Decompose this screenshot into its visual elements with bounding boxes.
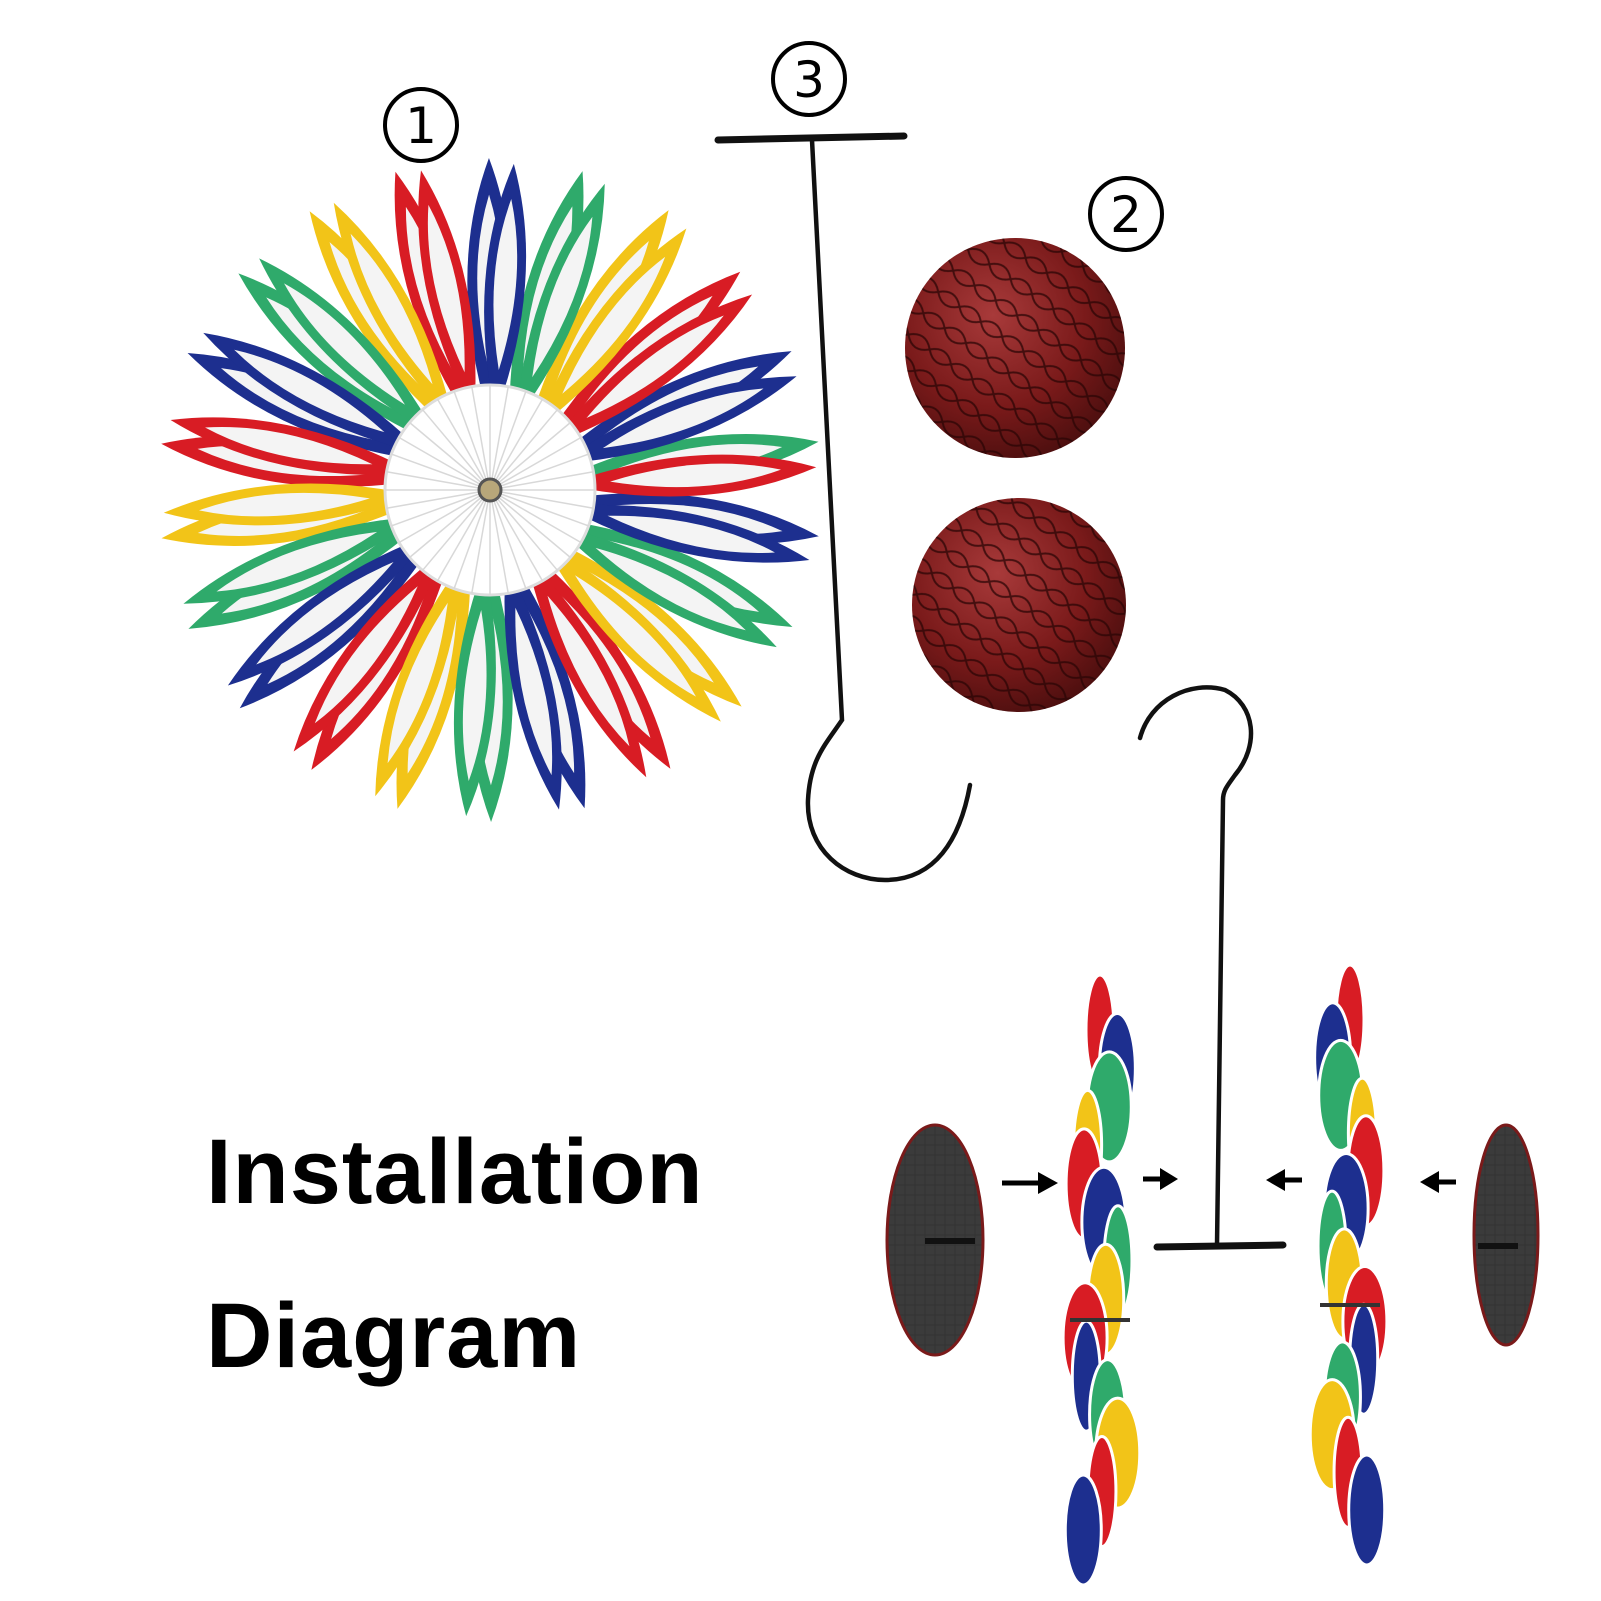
hub-spoke bbox=[489, 398, 544, 491]
part-label-stand: 3 bbox=[771, 41, 847, 117]
part-label-stand-text: 3 bbox=[793, 51, 825, 109]
flower-petal bbox=[453, 564, 496, 817]
ball-top bbox=[905, 238, 1125, 458]
hub-spoke bbox=[489, 489, 527, 589]
hub-spoke bbox=[436, 398, 491, 491]
flower-petal bbox=[555, 526, 777, 648]
hub-spoke bbox=[489, 489, 544, 582]
flower-petal bbox=[293, 549, 445, 752]
hub-spoke bbox=[489, 471, 594, 491]
hub-spoke bbox=[436, 489, 491, 582]
flower-spinner bbox=[161, 158, 819, 822]
decorative-balls bbox=[905, 238, 1126, 712]
hub-spoke bbox=[489, 436, 582, 491]
flower-petal bbox=[170, 417, 417, 476]
flower-petal bbox=[375, 560, 464, 797]
flower-petal bbox=[542, 543, 721, 722]
part-label-balls-text: 2 bbox=[1110, 186, 1142, 244]
flower-petal bbox=[333, 202, 455, 425]
part-label-flower: 1 bbox=[383, 87, 459, 163]
hub-spoke bbox=[398, 436, 491, 491]
part-label-flower-text: 1 bbox=[405, 97, 437, 155]
side-disc-right bbox=[1472, 1123, 1540, 1347]
hub-spoke bbox=[471, 386, 491, 491]
flower-petal bbox=[418, 170, 476, 417]
side-disc-left bbox=[885, 1123, 985, 1357]
part-label-balls: 2 bbox=[1088, 176, 1164, 252]
arrow-right-icon bbox=[1002, 1172, 1058, 1194]
arrow-left-icon bbox=[1420, 1171, 1456, 1193]
diagram-title-line-2: Diagram bbox=[206, 1285, 582, 1387]
hub-spoke bbox=[489, 409, 559, 491]
hub-spoke bbox=[489, 386, 509, 491]
hub-spoke bbox=[409, 489, 491, 559]
side-petal bbox=[1347, 1453, 1387, 1567]
flower-petal bbox=[535, 228, 687, 431]
hub-spoke bbox=[386, 489, 491, 509]
flower-petal bbox=[227, 534, 430, 686]
hub-spoke bbox=[421, 489, 491, 571]
hub-spoke bbox=[386, 471, 491, 491]
hub-spoke bbox=[409, 421, 491, 491]
hub-spoke bbox=[489, 489, 571, 559]
hub-spoke bbox=[489, 489, 589, 527]
flower-petal bbox=[504, 563, 562, 810]
hub-spoke bbox=[453, 489, 491, 589]
arrow-right-icon bbox=[1143, 1168, 1178, 1190]
assembled-stand bbox=[1137, 685, 1287, 1251]
hub-spoke bbox=[489, 391, 527, 491]
hub-spoke bbox=[489, 489, 582, 544]
hub-spoke bbox=[398, 489, 491, 544]
hub-spoke bbox=[391, 453, 491, 491]
flower-petal bbox=[564, 454, 817, 497]
flower-side-view-right bbox=[1308, 963, 1389, 1567]
hub-spoke bbox=[471, 489, 491, 594]
flower-petal bbox=[516, 183, 605, 420]
hub-spoke bbox=[489, 421, 571, 491]
flower-petal bbox=[163, 483, 416, 526]
hub-spoke bbox=[489, 489, 594, 509]
flower-side-view-left bbox=[1061, 973, 1142, 1587]
flower-petal bbox=[183, 516, 420, 604]
hub-spoke bbox=[421, 409, 491, 491]
flower-petal bbox=[550, 294, 753, 446]
ball-bottom bbox=[912, 498, 1126, 712]
flower-petal bbox=[259, 258, 438, 437]
hub-spoke bbox=[489, 489, 509, 594]
hub-spoke bbox=[453, 391, 491, 491]
hook-stand bbox=[714, 132, 973, 883]
flower-petal bbox=[484, 163, 527, 416]
flower-petal bbox=[203, 332, 425, 454]
hub-spoke bbox=[391, 489, 491, 527]
flower-petal bbox=[525, 555, 647, 778]
flower-petal bbox=[560, 376, 797, 464]
hub-spoke bbox=[489, 453, 589, 491]
diagram-title-line-1: Installation bbox=[206, 1121, 704, 1223]
hub-spoke bbox=[489, 489, 559, 571]
side-petal bbox=[1063, 1473, 1103, 1587]
arrow-left-icon bbox=[1266, 1169, 1302, 1191]
flower-petal bbox=[563, 504, 810, 563]
axle-icon bbox=[477, 477, 503, 503]
